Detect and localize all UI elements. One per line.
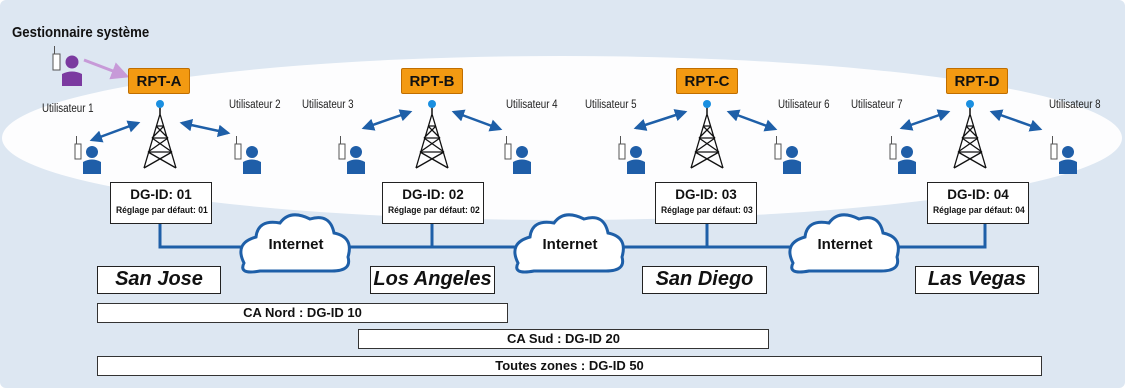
dg-id-value: DG-ID: 04: [947, 187, 1009, 202]
user-label-4: Utilisateur 4: [506, 99, 558, 111]
dg-id-default: Réglage par défaut: 03: [661, 205, 753, 216]
repeater-label-c: RPT-C: [676, 68, 738, 94]
user-label-5: Utilisateur 5: [585, 99, 637, 111]
dg-id-box-a: DG-ID: 01 Réglage par défaut: 01: [110, 182, 212, 224]
repeater-label-b: RPT-B: [401, 68, 463, 94]
repeater-label-a: RPT-A: [128, 68, 190, 94]
dg-id-box-b: DG-ID: 02 Réglage par défaut: 02: [382, 182, 484, 224]
city-label-san-jose: San Jose: [97, 266, 221, 294]
user-label-7: Utilisateur 7: [851, 99, 903, 111]
user-label-1: Utilisateur 1: [42, 103, 94, 115]
dg-id-value: DG-ID: 01: [130, 187, 192, 202]
diagram-title: Gestionnaire système: [12, 24, 150, 41]
city-label-san-diego: San Diego: [642, 266, 767, 294]
zone-bar-all: Toutes zones : DG-ID 50: [97, 356, 1042, 376]
tower-icon-c: [690, 100, 724, 169]
dg-id-box-c: DG-ID: 03 Réglage par défaut: 03: [655, 182, 757, 224]
tower-icon-d: [953, 100, 987, 169]
link-arrows: [89, 109, 1043, 143]
user-label-6: Utilisateur 6: [778, 99, 830, 111]
coverage-area: [2, 56, 1122, 220]
internet-label-3: Internet: [817, 236, 873, 253]
tower-icon-b: [415, 100, 449, 169]
zone-bar-ca-nord: CA Nord : DG-ID 10: [97, 303, 508, 323]
repeater-label-d: RPT-D: [946, 68, 1008, 94]
system-manager-icon: [52, 46, 82, 86]
user-label-8: Utilisateur 8: [1049, 99, 1101, 111]
dg-id-value: DG-ID: 03: [675, 187, 737, 202]
dg-id-box-d: DG-ID: 04 Réglage par défaut: 04: [927, 182, 1029, 224]
zone-bar-ca-sud: CA Sud : DG-ID 20: [358, 329, 769, 349]
manager-arrow: [83, 58, 130, 80]
dg-id-default: Réglage par défaut: 01: [116, 205, 208, 216]
internet-label-1: Internet: [268, 236, 324, 253]
city-label-las-vegas: Las Vegas: [915, 266, 1039, 294]
dg-id-value: DG-ID: 02: [402, 187, 464, 202]
user-label-2: Utilisateur 2: [229, 99, 281, 111]
dg-id-default: Réglage par défaut: 04: [933, 205, 1025, 216]
user-label-3: Utilisateur 3: [302, 99, 354, 111]
dg-id-default: Réglage par défaut: 02: [388, 205, 480, 216]
city-label-los-angeles: Los Angeles: [370, 266, 495, 294]
tower-icon-a: [143, 100, 177, 169]
internet-label-2: Internet: [542, 236, 598, 253]
